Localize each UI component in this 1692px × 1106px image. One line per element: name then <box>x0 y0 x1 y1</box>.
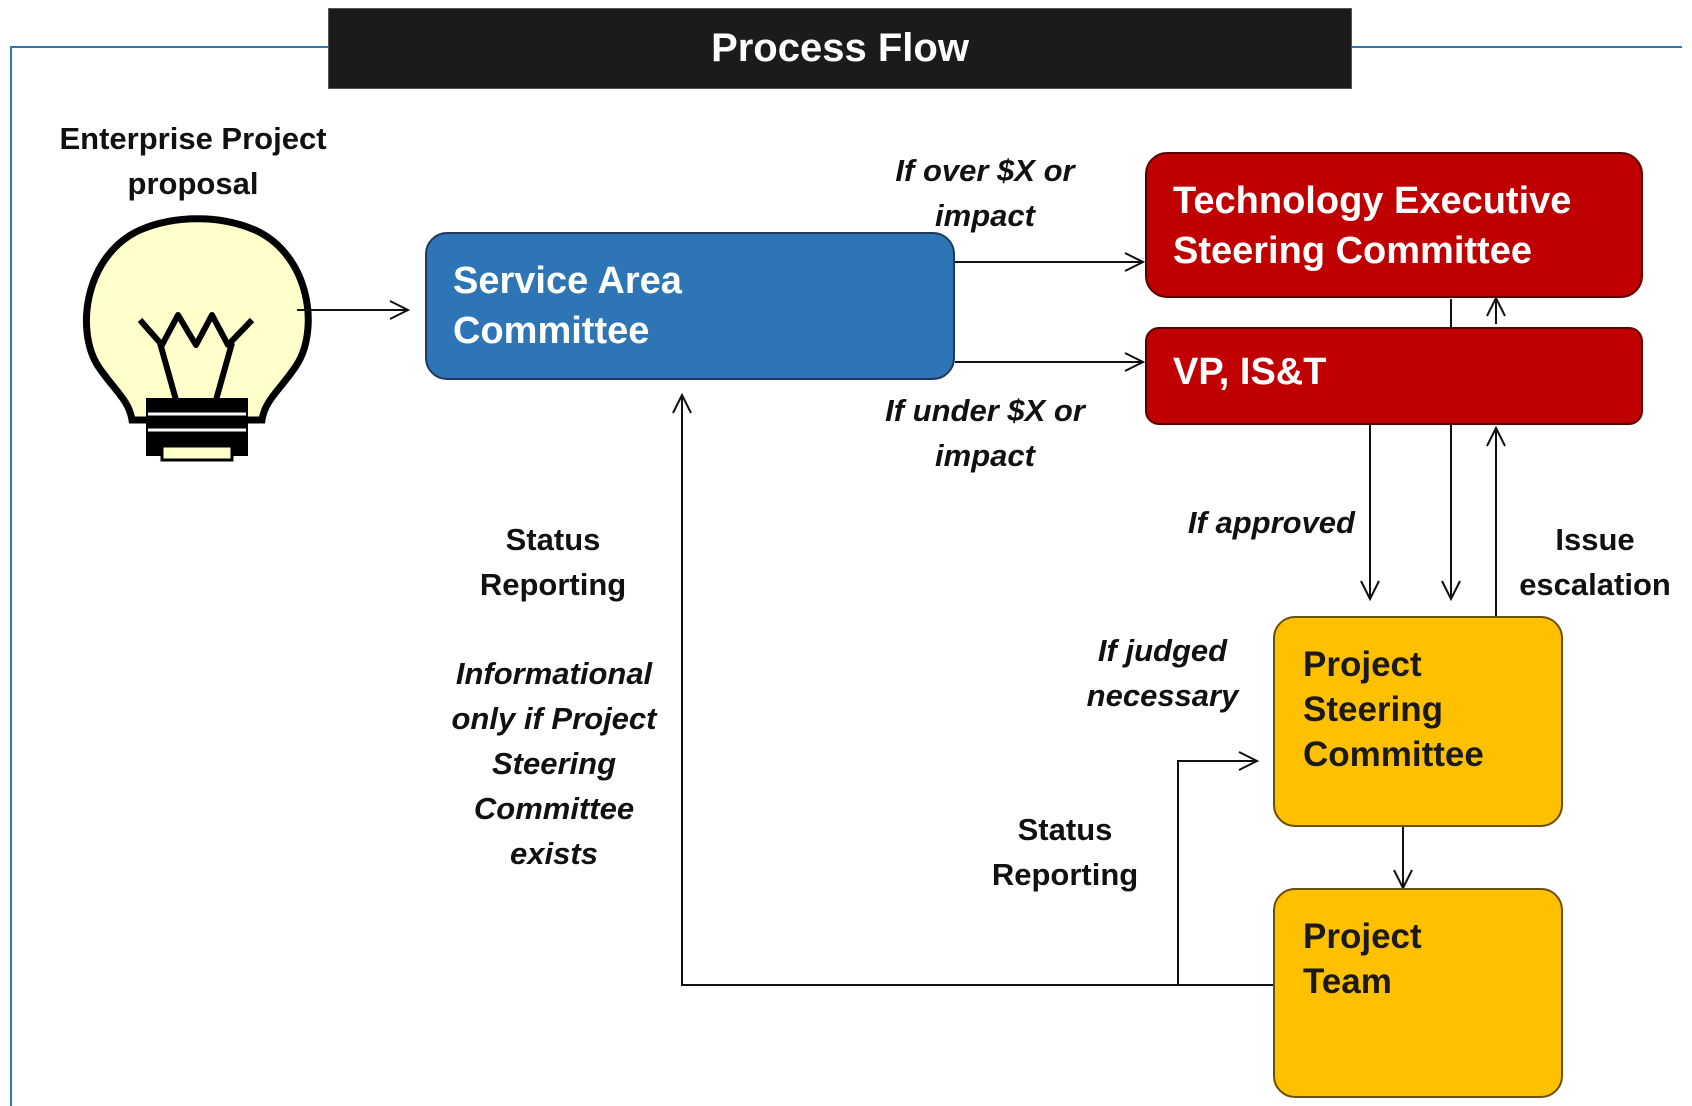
lightbulb-icon <box>83 215 312 462</box>
informational-note-label: Informational only if Project Steering C… <box>451 656 657 871</box>
technology-executive-steering-committee-node: Technology Executive Steering Committee <box>1145 152 1643 298</box>
service-area-committee-node: Service Area Committee <box>425 232 955 380</box>
status-reporting-label-left: Status Reporting <box>479 522 627 602</box>
page-title: Process Flow <box>328 8 1352 89</box>
status-to-psc-arrow <box>1177 761 1257 985</box>
project-team-node: Project Team <box>1273 888 1563 1098</box>
under-threshold-label: If under $X or impact <box>885 393 1085 473</box>
status-reporting-label-mid: Status Reporting <box>991 812 1139 892</box>
issue-escalation-label: Issue escalation <box>1519 522 1671 602</box>
project-steering-committee-node: Project Steering Committee <box>1273 616 1563 827</box>
judged-necessary-label: If judged necessary <box>1086 633 1239 713</box>
status-reporting-arrow <box>682 395 1275 986</box>
approved-label: If approved <box>1187 505 1355 540</box>
vp-ist-node: VP, IS&T <box>1145 327 1643 425</box>
proposal-label: Enterprise Project proposal <box>59 121 327 201</box>
over-threshold-label: If over $X or impact <box>895 153 1075 233</box>
